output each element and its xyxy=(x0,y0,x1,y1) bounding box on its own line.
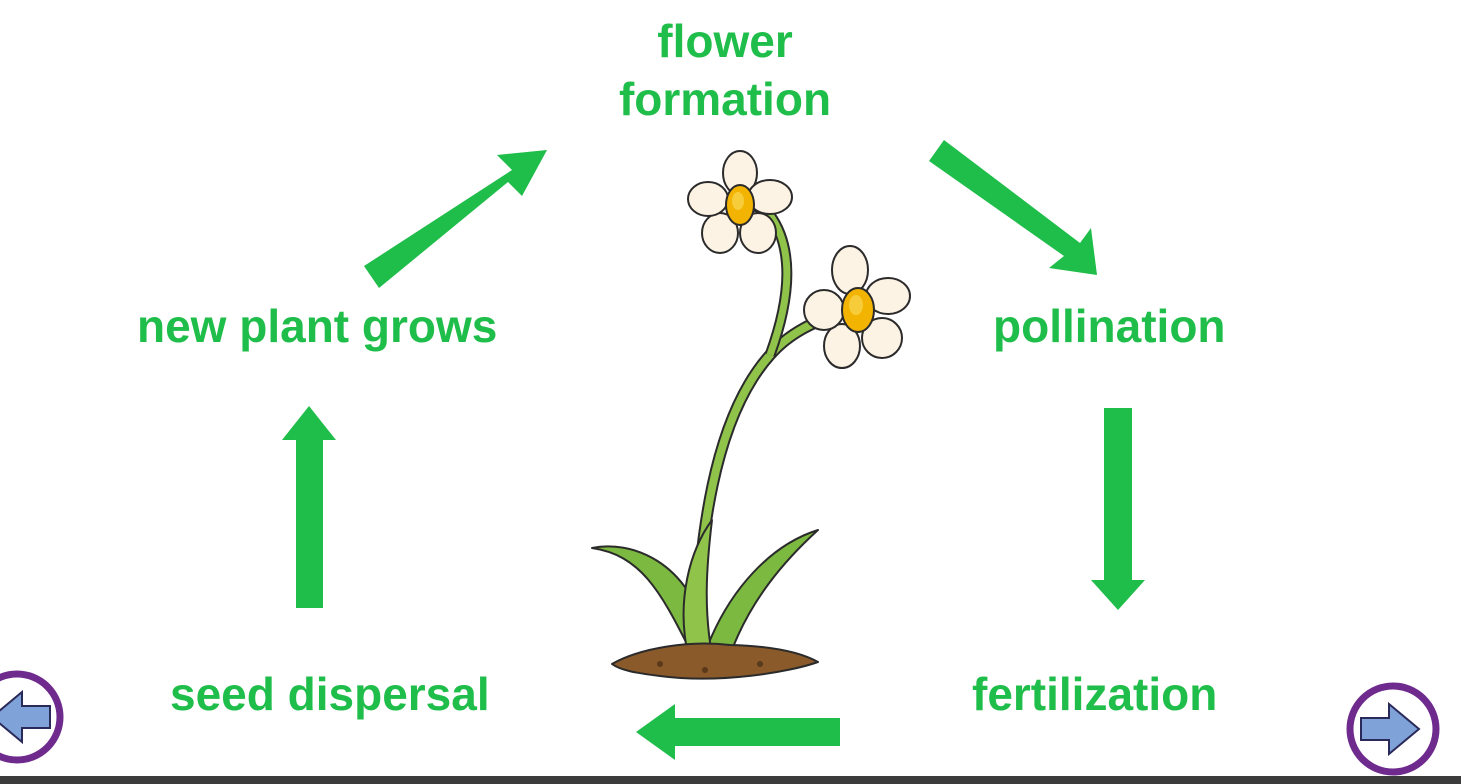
arrow-to-fertilization xyxy=(1091,408,1145,610)
arrow-to-flower-formation xyxy=(364,150,547,288)
arrow-to-pollination xyxy=(929,140,1097,275)
arrow-to-seed-dispersal xyxy=(636,704,840,760)
stage-seed-dispersal: seed dispersal xyxy=(170,668,490,720)
previous-button[interactable] xyxy=(0,670,65,765)
footer-bar xyxy=(0,776,1461,784)
stage-flower-formation: flower formation xyxy=(560,12,890,128)
stage-flower-formation-line2: formation xyxy=(618,73,832,125)
next-button[interactable] xyxy=(1346,682,1441,777)
stage-pollination: pollination xyxy=(993,300,1226,352)
previous-arrow-icon xyxy=(0,670,64,764)
stage-flower-formation-line1: flower xyxy=(657,15,793,67)
stage-new-plant-grows: new plant grows xyxy=(137,300,498,352)
arrow-to-new-plant-grows xyxy=(282,406,336,608)
flower-plant-icon xyxy=(591,150,911,680)
stage-fertilization: fertilization xyxy=(972,668,1218,720)
next-arrow-icon xyxy=(1346,682,1440,776)
